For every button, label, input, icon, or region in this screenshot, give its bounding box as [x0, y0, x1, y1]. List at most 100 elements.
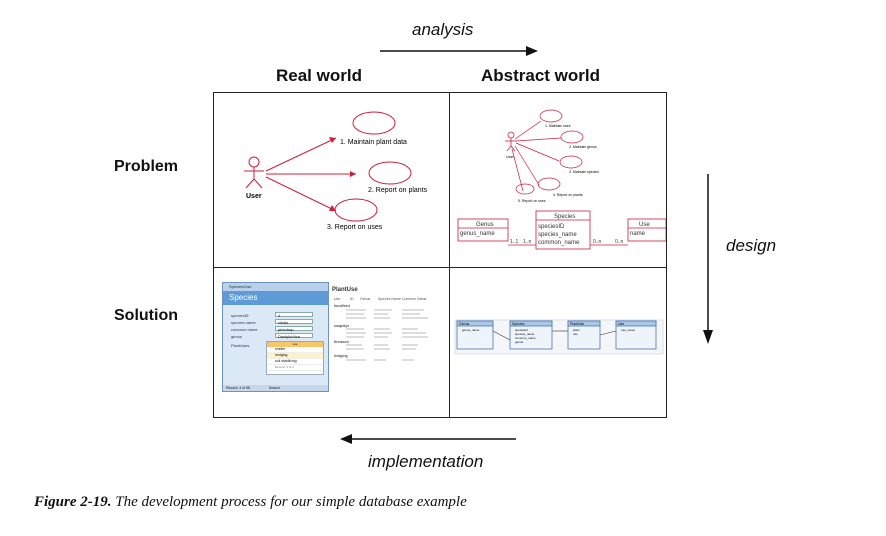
grid-horizontal-divider	[214, 267, 666, 268]
db-field: genus	[515, 340, 524, 344]
association-line	[511, 148, 524, 192]
class-attribute: name	[630, 231, 646, 237]
form-window-title: Species/Use	[223, 283, 328, 291]
report-col-header: Genus	[360, 297, 371, 301]
report-group: food/feed	[334, 304, 350, 308]
association-line	[515, 137, 562, 142]
row-header-solution: Solution	[114, 307, 178, 324]
class-attribute: common_name	[538, 240, 580, 246]
use-case-ellipse	[368, 161, 412, 185]
abstract-model-diagram: User 1. Maintain uses 2. Maintain genus …	[457, 109, 666, 250]
report-group: soap/dye	[334, 324, 350, 328]
db-field: use_name	[621, 328, 635, 332]
subform-label: PlantUses	[231, 343, 250, 348]
implementation-arrow	[340, 434, 516, 444]
class-attribute: genus_name	[460, 231, 495, 237]
report-col-header: ID	[350, 297, 354, 301]
species-form-screenshot: Species/Use Species speciesID 4 species …	[222, 282, 329, 392]
database-relationships-diagram: Genus genus_name Species speciesId speci…	[454, 319, 664, 355]
column-header-abstract-world: Abstract world	[481, 66, 601, 85]
subform-row: soil stabilizing	[267, 359, 323, 365]
subform-nav: Record: 1 of 2	[267, 365, 323, 371]
subform-row: shelter	[267, 347, 323, 353]
db-table-name: PlantUse	[570, 322, 584, 326]
db-field: speciesId	[515, 328, 528, 332]
report-group: firewood	[334, 340, 349, 344]
form-field-value: viridis	[275, 319, 313, 325]
multiplicity-label: 0..n	[593, 239, 602, 245]
form-field-label: speciesID	[231, 313, 249, 318]
use-case-ellipse	[537, 177, 561, 191]
search-box: Search	[268, 386, 281, 390]
class-name: Genus	[476, 222, 494, 228]
use-case-label: 1. Maintain plant data	[340, 139, 407, 146]
report-title: PlantUse	[332, 287, 358, 293]
use-case-ellipse	[352, 111, 396, 135]
record-navigator: Record: 4 of 98 Search	[223, 385, 328, 391]
actor-figure	[244, 156, 264, 189]
use-case-ellipse	[515, 183, 535, 195]
association-line	[514, 145, 540, 186]
form-field-value: pinedrop	[275, 326, 313, 332]
column-header-real-world: Real world	[276, 66, 362, 85]
db-field: use	[573, 332, 578, 336]
figure-caption: Figure 2-19. The development process for…	[34, 494, 467, 511]
db-table-name: Genus	[459, 322, 470, 326]
db-table-name: Species	[512, 322, 525, 326]
association-line	[265, 137, 337, 172]
class-name: Use	[639, 222, 650, 228]
class-name: Species	[554, 214, 575, 220]
analysis-arrow	[380, 46, 538, 56]
quadrant-grid	[213, 92, 667, 418]
form-header: Species	[223, 291, 328, 305]
db-field: genus_name	[462, 328, 480, 332]
form-field-label: common name	[231, 327, 258, 332]
class-attribute: species_name	[538, 232, 577, 238]
use-case-diagram-real: User 1. Maintain plant data 2. Report on…	[244, 111, 428, 231]
actor-label-small: User	[506, 154, 515, 159]
report-group: hedging	[334, 354, 348, 358]
figure-number: Figure 2-19.	[34, 494, 112, 510]
grid-vertical-divider	[449, 93, 450, 417]
record-counter: Record: 4 of 98	[226, 386, 250, 390]
association-line	[265, 176, 337, 212]
use-case-label: 4. Report on plants	[553, 193, 583, 197]
use-case-label: 1. Maintain uses	[545, 124, 571, 128]
figure-caption-text: The development process for our simple d…	[115, 494, 467, 510]
report-col-header: Species Name	[378, 297, 401, 301]
use-case-label: 3. Report on uses	[327, 224, 383, 231]
report-col-header: Common Name	[402, 297, 427, 301]
report-detail-lines	[346, 309, 428, 361]
analysis-label: analysis	[412, 20, 474, 39]
use-case-ellipse	[560, 130, 584, 144]
actor-figure-small	[505, 131, 517, 152]
db-field: plant	[573, 328, 580, 332]
association-line	[514, 120, 542, 140]
multiplicity-label: 1..n	[523, 239, 532, 245]
plantuse-report-screenshot: PlantUse Use ID Genus Species Name Commo…	[332, 287, 432, 367]
use-case-ellipse	[559, 155, 583, 169]
multiplicity-label: 1..1	[510, 239, 519, 245]
form-field-value: 4	[275, 312, 313, 318]
row-header-problem: Problem	[114, 158, 179, 175]
relationship-line	[492, 330, 511, 341]
class-box-species	[535, 210, 591, 250]
multiplicity-label: 0..n	[615, 239, 624, 245]
class-box-use	[627, 218, 666, 242]
subform-row: hedging	[267, 353, 323, 359]
implementation-label: implementation	[368, 452, 484, 471]
use-case-ellipse	[334, 198, 378, 222]
class-attribute: speciesID	[538, 224, 565, 230]
use-case-label: 5. Report on uses	[518, 199, 546, 203]
subform-table: use shelter hedging soil stabilizing Rec…	[266, 341, 324, 375]
relationship-line	[599, 330, 617, 336]
association-line	[515, 142, 560, 162]
db-field: species_name	[515, 332, 535, 336]
use-case-label: 2. Maintain genus	[569, 145, 597, 149]
use-case-ellipse	[539, 109, 563, 123]
actor-label: User	[246, 193, 262, 200]
report-col-header: Use	[334, 297, 341, 301]
subform-header: use	[267, 342, 323, 347]
class-box-genus	[457, 218, 509, 242]
form-field-label: genus	[231, 334, 242, 339]
